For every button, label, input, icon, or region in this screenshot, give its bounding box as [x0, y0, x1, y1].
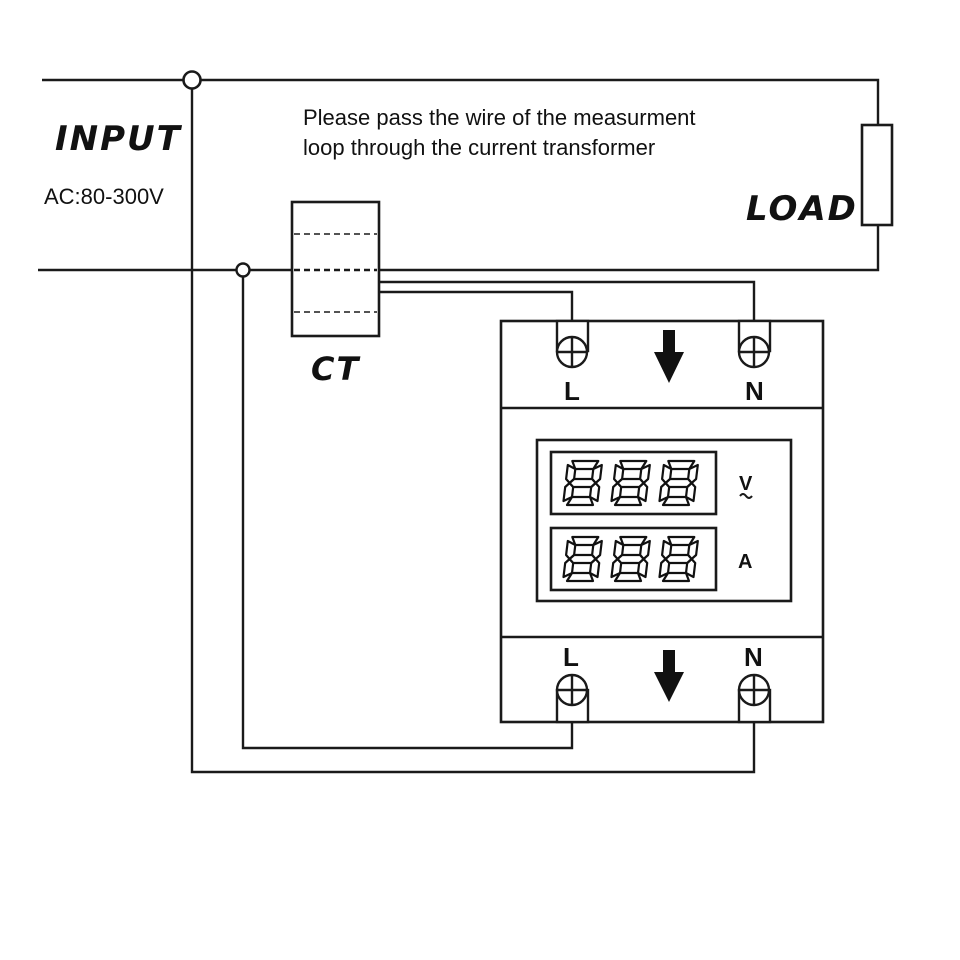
top-terminal-l — [555, 319, 590, 369]
input-title: INPUT — [55, 119, 183, 159]
arrow-down-icon-bottom — [654, 650, 684, 702]
wire-input-l-to-meter — [241, 277, 574, 750]
digit-segment-g — [568, 553, 597, 565]
voltage-unit: V — [739, 473, 753, 495]
wire-top-line — [42, 78, 880, 125]
digit-segment-d — [565, 495, 595, 507]
digit-segment-g — [664, 477, 693, 489]
wire-ct-to-top-l — [380, 290, 574, 320]
arrow-down-icon — [654, 330, 684, 383]
instruction-line-1: Please pass the wire of the measurment — [303, 105, 696, 130]
instruction-line-2: loop through the current transformer — [303, 135, 655, 160]
meter — [499, 319, 825, 724]
voltage-digits — [562, 459, 699, 507]
digit-segment-d — [613, 571, 643, 583]
seven-segment-digit — [610, 535, 651, 583]
load-title: LOAD — [746, 189, 858, 229]
digit-segment-d — [661, 495, 691, 507]
ac-tilde-icon — [739, 493, 753, 499]
top-terminal-n — [737, 319, 772, 369]
bottom-terminal-n — [737, 673, 772, 724]
seven-segment-digit — [658, 535, 699, 583]
bottom-terminal-n-label: N — [744, 642, 763, 672]
digit-segment-g — [616, 477, 645, 489]
ct-title: CT — [311, 350, 360, 388]
seven-segment-digit — [562, 459, 603, 507]
load-resistor — [860, 123, 894, 227]
junction-mid — [235, 262, 251, 278]
current-digits — [562, 535, 699, 583]
digit-segment-g — [664, 553, 693, 565]
wires — [38, 78, 880, 774]
input-voltage: AC:80-300V — [44, 184, 164, 209]
wire-input-n-to-meter — [190, 88, 756, 774]
seven-segment-digit — [562, 535, 603, 583]
current-transformer — [290, 200, 381, 338]
top-terminal-n-label: N — [745, 376, 764, 406]
digit-segment-g — [616, 553, 645, 565]
digit-segment-d — [613, 495, 643, 507]
wire-load-return — [380, 225, 880, 272]
current-unit: A — [738, 551, 752, 573]
top-terminal-l-label: L — [564, 376, 580, 406]
digit-segment-d — [565, 571, 595, 583]
junction-top — [182, 70, 202, 90]
digit-segment-d — [661, 571, 691, 583]
bottom-terminal-l — [555, 673, 590, 724]
bottom-terminal-l-label: L — [563, 642, 579, 672]
seven-segment-digit — [610, 459, 651, 507]
digit-segment-g — [568, 477, 597, 489]
seven-segment-digit — [658, 459, 699, 507]
wire-ct-to-top-n — [380, 280, 756, 320]
